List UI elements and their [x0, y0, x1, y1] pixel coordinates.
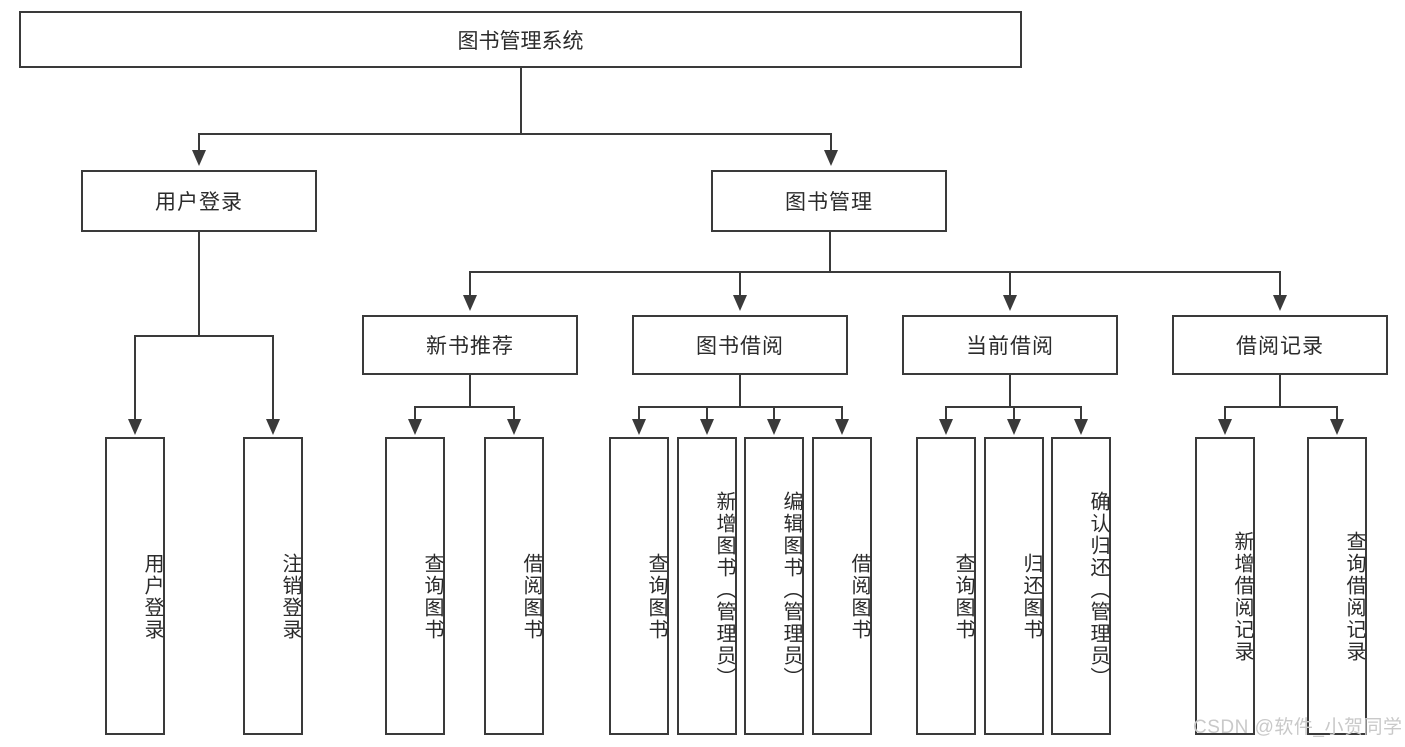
leaf-query-borrow-record[interactable]: 查询借阅记录 [1307, 437, 1367, 735]
leaf-confirm-return-admin[interactable]: 确认归还（管理员） [1051, 437, 1111, 735]
node-user-login[interactable]: 用户登录 [81, 170, 317, 232]
connector-cb-drop-1 [945, 406, 947, 421]
node-book-manage[interactable]: 图书管理 [711, 170, 947, 232]
arrow-to-leaf-query-record [1330, 419, 1344, 435]
connector-br-drop-2 [1336, 406, 1338, 421]
arrow-to-borrow-record [1273, 295, 1287, 311]
node-borrow-record[interactable]: 借阅记录 [1172, 315, 1388, 375]
connector-bb-drop-2 [706, 406, 708, 421]
connector-borrow-record-bus [1224, 406, 1337, 408]
arrow-root-to-user-login [192, 150, 206, 166]
node-current-borrow[interactable]: 当前借阅 [902, 315, 1118, 375]
connector-current-borrow-stem [1009, 375, 1011, 407]
leaf-borrow-book-recommend[interactable]: 借阅图书 [484, 437, 544, 735]
leaf-add-book-admin[interactable]: 新增图书（管理员） [677, 437, 737, 735]
arrow-to-leaf-add-record [1218, 419, 1232, 435]
arrow-to-leaf-edit-book [767, 419, 781, 435]
leaf-query-book-recommend[interactable]: 查询图书 [385, 437, 445, 735]
connector-bb-drop-4 [841, 406, 843, 421]
connector-bm-drop-3 [1009, 271, 1011, 297]
arrow-to-book-borrow [733, 295, 747, 311]
connector-borrow-record-stem [1279, 375, 1281, 407]
leaf-return-book[interactable]: 归还图书 [984, 437, 1044, 735]
connector-cb-drop-3 [1080, 406, 1082, 421]
connector-user-login-bus [134, 335, 272, 337]
arrow-to-leaf-query-book-cur [939, 419, 953, 435]
connector-root-stem [520, 68, 522, 134]
leaf-query-book-current[interactable]: 查询图书 [916, 437, 976, 735]
connector-bb-drop-1 [638, 406, 640, 421]
connector-book-borrow-bus [638, 406, 843, 408]
arrow-root-to-book-manage [824, 150, 838, 166]
connector-user-login-stem [198, 232, 200, 336]
connector-root-to-book-manage [830, 133, 832, 153]
node-book-borrow[interactable]: 图书借阅 [632, 315, 848, 375]
connector-user-login-drop-1 [134, 335, 136, 421]
leaf-user-login[interactable]: 用户登录 [105, 437, 165, 735]
leaf-borrow-book[interactable]: 借阅图书 [812, 437, 872, 735]
connector-nbr-drop-2 [513, 406, 515, 421]
connector-book-manage-bus [469, 271, 1280, 273]
connector-root-bus [198, 133, 832, 135]
connector-nbr-drop-1 [414, 406, 416, 421]
arrow-to-leaf-logout [266, 419, 280, 435]
connector-bm-drop-1 [469, 271, 471, 297]
leaf-query-book-borrow[interactable]: 查询图书 [609, 437, 669, 735]
arrow-to-leaf-query-book-borrow [632, 419, 646, 435]
arrow-to-leaf-borrow-book-rec [507, 419, 521, 435]
arrow-to-leaf-add-book [700, 419, 714, 435]
arrow-to-leaf-query-book-rec [408, 419, 422, 435]
connector-bm-drop-4 [1279, 271, 1281, 297]
arrow-to-current-borrow [1003, 295, 1017, 311]
arrow-to-leaf-return-book [1007, 419, 1021, 435]
arrow-to-new-book-rec [463, 295, 477, 311]
connector-bm-drop-2 [739, 271, 741, 297]
connector-new-book-rec-stem [469, 375, 471, 407]
connector-br-drop-1 [1224, 406, 1226, 421]
leaf-edit-book-admin[interactable]: 编辑图书（管理员） [744, 437, 804, 735]
leaf-add-borrow-record[interactable]: 新增借阅记录 [1195, 437, 1255, 735]
arrow-to-leaf-confirm-return [1074, 419, 1088, 435]
connector-bb-drop-3 [773, 406, 775, 421]
node-root-system[interactable]: 图书管理系统 [19, 11, 1022, 68]
node-new-book-recommend[interactable]: 新书推荐 [362, 315, 578, 375]
arrow-to-leaf-user-login [128, 419, 142, 435]
connector-cb-drop-2 [1013, 406, 1015, 421]
connector-book-borrow-stem [739, 375, 741, 407]
csdn-watermark: CSDN @软件_小贺同学 [1193, 717, 1403, 738]
connector-user-login-drop-2 [272, 335, 274, 421]
connector-book-manage-stem [829, 232, 831, 272]
leaf-logout[interactable]: 注销登录 [243, 437, 303, 735]
connector-root-to-user-login [198, 133, 200, 153]
connector-new-book-rec-bus [414, 406, 514, 408]
arrow-to-leaf-borrow-book [835, 419, 849, 435]
